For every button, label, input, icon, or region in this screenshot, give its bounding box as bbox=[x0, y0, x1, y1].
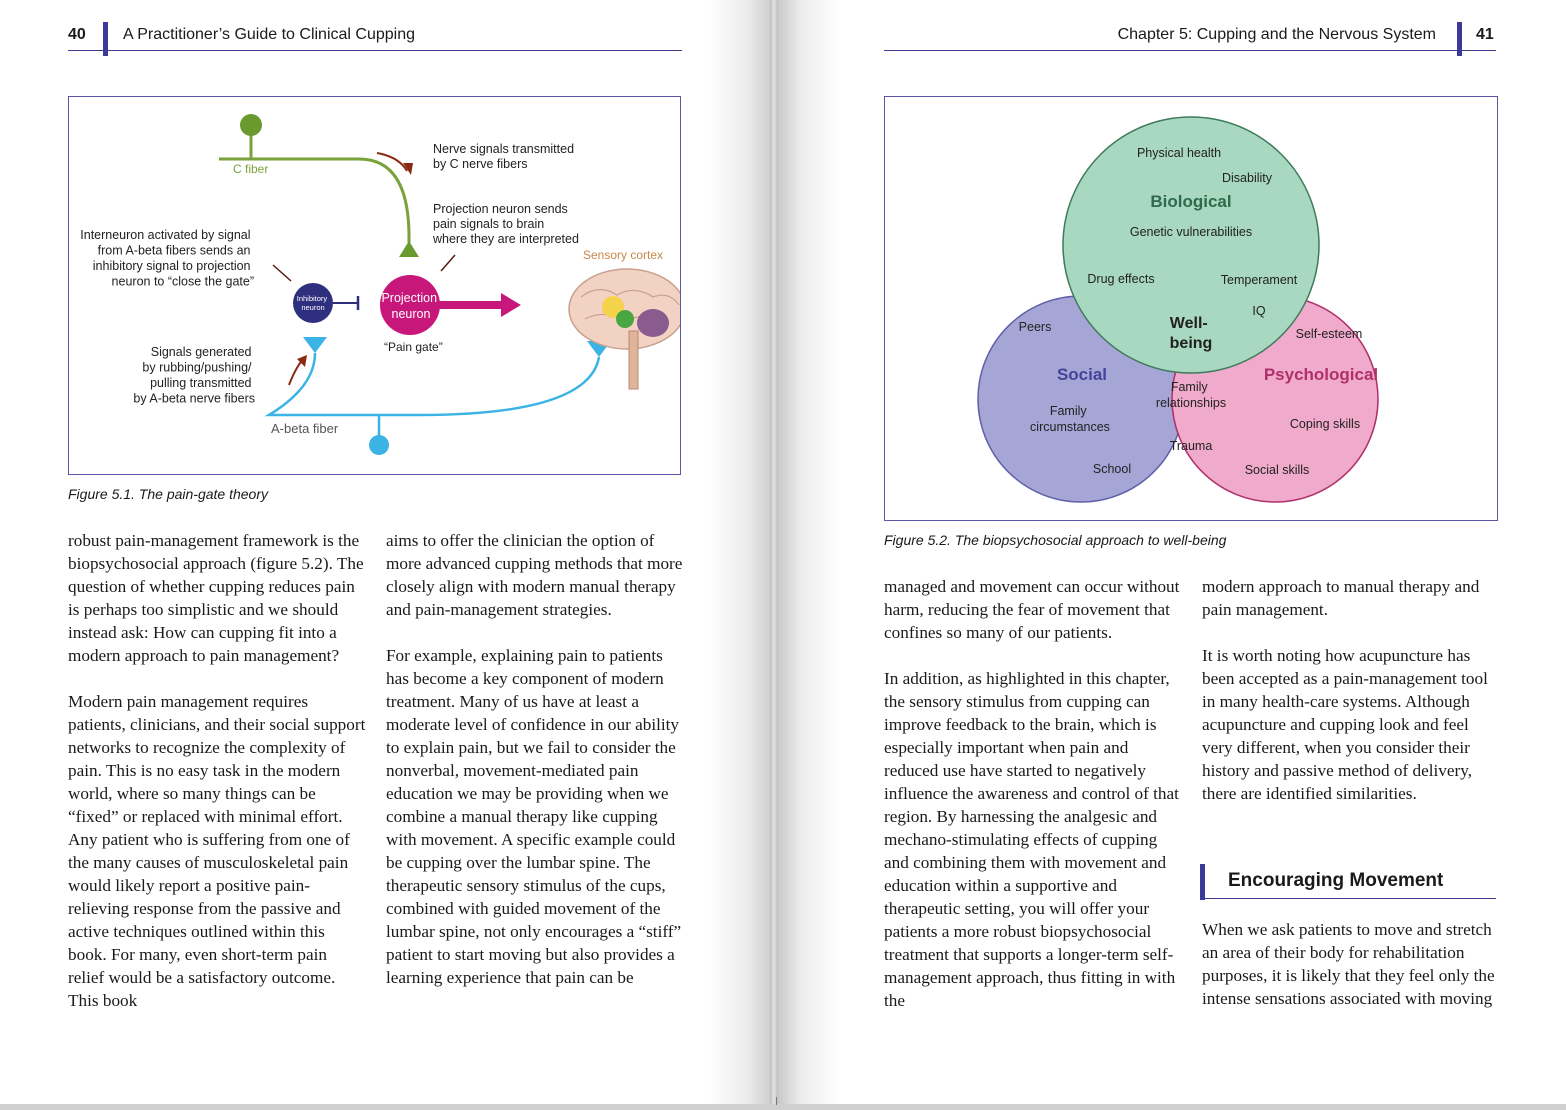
c-signal-arrow bbox=[376, 152, 408, 172]
text-column-2: aims to offer the clinician the option o… bbox=[386, 529, 686, 1012]
paragraph: For example, explaining pain to patients… bbox=[386, 646, 682, 987]
text-column-1: robust pain-management framework is the … bbox=[68, 529, 366, 1035]
section-heading-text: Encouraging Movement bbox=[1228, 870, 1444, 891]
wellbeing-label: Well- being bbox=[1170, 315, 1213, 352]
a-beta-synapse-left bbox=[303, 337, 327, 353]
sensory-cortex-label: Sensory cortex bbox=[583, 248, 663, 262]
venn-diagram: Physical health Disability Biological Ge… bbox=[977, 116, 1379, 503]
text-column-2: modern approach to manual therapy and pa… bbox=[1202, 575, 1498, 828]
brain-icon bbox=[568, 268, 686, 390]
projection-neuron-label: Projection neuron bbox=[381, 291, 440, 321]
c-fiber-synapse bbox=[399, 241, 419, 257]
self-esteem-label: Self-esteem bbox=[1296, 327, 1363, 341]
genetic-label: Genetic vulnerabilities bbox=[1130, 225, 1252, 239]
social-skills-label: Social skills bbox=[1245, 463, 1310, 477]
projection-arrow-head bbox=[501, 293, 521, 317]
social-label: Social bbox=[1057, 365, 1107, 384]
paragraph: modern approach to manual therapy and pa… bbox=[1202, 577, 1480, 619]
trauma-label: Trauma bbox=[1170, 439, 1213, 453]
paragraph: When we ask patients to move and stretch… bbox=[1202, 920, 1495, 1008]
page-edge bbox=[0, 1104, 1566, 1110]
section-heading-bar bbox=[1200, 864, 1205, 900]
interneuron-text: Interneuron activated by signal from A-b… bbox=[80, 228, 254, 289]
c-fiber-line bbox=[219, 157, 411, 243]
paragraph: It is worth noting how acupuncture has b… bbox=[1202, 646, 1488, 803]
book-gutter bbox=[770, 0, 778, 1104]
biological-circle bbox=[1062, 116, 1320, 374]
coping-skills-label: Coping skills bbox=[1290, 417, 1360, 431]
family-relationships-label: Family relationships bbox=[1156, 380, 1226, 410]
paragraph: robust pain-management framework is the … bbox=[68, 531, 364, 665]
paragraph: In addition, as highlighted in this chap… bbox=[884, 669, 1179, 1010]
left-page: 40 A Practitioner’s Guide to Clinical Cu… bbox=[0, 0, 770, 1104]
paragraph: Modern pain management requires patients… bbox=[68, 692, 366, 1010]
psychological-label: Psychological bbox=[1264, 365, 1378, 384]
iq-label: IQ bbox=[1252, 304, 1265, 318]
running-header: Chapter 5: Cupping and the Nervous Syste… bbox=[884, 22, 1496, 56]
signals-generated-text: Signals generated by rubbing/pushing/ pu… bbox=[133, 345, 255, 406]
disability-label: Disability bbox=[1222, 171, 1273, 185]
interneuron-pointer bbox=[272, 264, 292, 282]
figure-caption: Figure 5.1. The pain-gate theory bbox=[68, 486, 269, 502]
c-fiber-terminal bbox=[240, 114, 262, 136]
a-beta-fiber-line bbox=[264, 352, 601, 417]
page-number: 40 bbox=[68, 26, 86, 43]
right-page: Chapter 5: Cupping and the Nervous Syste… bbox=[778, 0, 1566, 1104]
figure-pain-gate: C fiber Nerve signals transmitted by C n… bbox=[68, 96, 686, 475]
drug-effects-label: Drug effects bbox=[1087, 272, 1154, 286]
projection-arrow-shaft bbox=[437, 301, 503, 309]
school-label: School bbox=[1093, 462, 1131, 476]
page-tick bbox=[776, 1097, 777, 1105]
projection-neuron bbox=[380, 275, 440, 335]
projection-pointer bbox=[440, 254, 456, 272]
figure-biopsychosocial: Physical health Disability Biological Ge… bbox=[884, 96, 1498, 521]
section-heading: Encouraging Movement bbox=[1200, 864, 1496, 900]
inhibitory-neuron-label: Inhibitory neuron bbox=[297, 294, 330, 312]
a-beta-terminal bbox=[369, 435, 389, 455]
nerve-signals-text: Nerve signals transmitted by C nerve fib… bbox=[433, 142, 578, 171]
header-title: Chapter 5: Cupping and the Nervous Syste… bbox=[1117, 26, 1436, 43]
peers-label: Peers bbox=[1019, 320, 1052, 334]
projection-sends-text: Projection neuron sends pain signals to … bbox=[432, 202, 579, 246]
a-beta-fiber-label: A-beta fiber bbox=[271, 421, 339, 436]
running-header: 40 A Practitioner’s Guide to Clinical Cu… bbox=[68, 22, 682, 56]
page-number: 41 bbox=[1476, 26, 1494, 43]
inhibitory-neuron bbox=[293, 283, 333, 323]
physical-health-label: Physical health bbox=[1137, 146, 1221, 160]
family-circumstances-label: Family circumstances bbox=[1030, 404, 1110, 434]
pain-gate-label: “Pain gate” bbox=[384, 340, 443, 354]
figure-caption: Figure 5.2. The biopsychosocial approach… bbox=[884, 532, 1227, 548]
header-title: A Practitioner’s Guide to Clinical Cuppi… bbox=[123, 26, 416, 43]
biological-label: Biological bbox=[1150, 192, 1231, 211]
text-column-2-continued: When we ask patients to move and stretch… bbox=[1202, 918, 1498, 1033]
paragraph: aims to offer the clinician the option o… bbox=[386, 531, 683, 619]
c-signal-arrowhead bbox=[403, 163, 413, 175]
c-fiber-label: C fiber bbox=[233, 162, 268, 176]
header-bar bbox=[1457, 22, 1462, 56]
abeta-signal-arrowhead bbox=[297, 355, 307, 367]
paragraph: managed and movement can occur without h… bbox=[884, 577, 1180, 642]
pain-gate-diagram: C fiber Nerve signals transmitted by C n… bbox=[80, 114, 686, 455]
temperament-label: Temperament bbox=[1221, 273, 1298, 287]
text-column-1: managed and movement can occur without h… bbox=[884, 575, 1184, 1035]
header-bar bbox=[103, 22, 108, 56]
